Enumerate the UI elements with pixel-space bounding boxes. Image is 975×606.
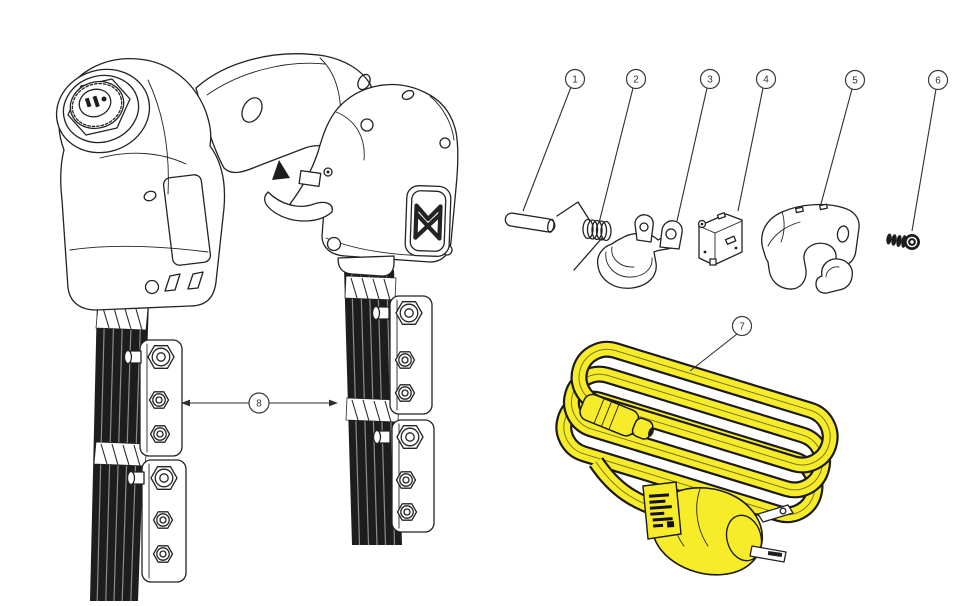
cord-plug xyxy=(651,487,794,576)
callout-2: 2 xyxy=(625,68,647,90)
trigger-parts-exploded: 1 2 3 4 5 6 xyxy=(504,68,949,294)
cord-warning-tag xyxy=(642,481,682,540)
tool-right-head xyxy=(289,83,459,277)
pivot-pin-part xyxy=(504,212,556,233)
clamp-block-right-lower xyxy=(372,419,435,533)
cord-coil xyxy=(555,340,839,524)
trigger-housing-part xyxy=(761,203,860,294)
micro-switch-part xyxy=(697,212,743,266)
callout-8-label: 8 xyxy=(256,399,262,410)
clamp-block-right-upper xyxy=(371,295,433,415)
cord-connector-end xyxy=(579,393,654,440)
clamp-block-left-lower xyxy=(126,459,187,583)
tool-trigger-assembly xyxy=(263,160,333,222)
clamp-block-left-upper xyxy=(123,339,183,457)
callout-5-label: 5 xyxy=(852,76,858,87)
callout-8: 8 xyxy=(181,392,338,414)
callout-3-label: 3 xyxy=(707,75,713,86)
callout-2-label: 2 xyxy=(633,75,639,86)
trigger-lever-part xyxy=(596,214,683,289)
crimper-tool-illustration: 8 xyxy=(55,53,459,602)
callout-7-label: 7 xyxy=(739,322,745,333)
shunt-strap-left xyxy=(90,300,149,602)
callout-5: 5 xyxy=(844,69,866,91)
callout-7: 7 xyxy=(689,315,753,372)
callout-6: 6 xyxy=(927,69,949,91)
mx-logo xyxy=(404,185,452,257)
plug-blades xyxy=(749,504,794,563)
callout-3: 3 xyxy=(699,68,721,90)
callout-1-label: 1 xyxy=(572,75,578,86)
tool-connector-boss xyxy=(55,68,151,154)
power-cord-part: 7 xyxy=(555,315,839,576)
screw-part xyxy=(886,233,920,250)
shunt-strap-right xyxy=(344,268,402,546)
torsion-spring-part xyxy=(556,201,612,271)
callout-4-label: 4 xyxy=(763,75,769,86)
callout-6-label: 6 xyxy=(935,76,941,87)
callout-1: 1 xyxy=(564,68,586,90)
callout-4: 4 xyxy=(755,68,777,90)
